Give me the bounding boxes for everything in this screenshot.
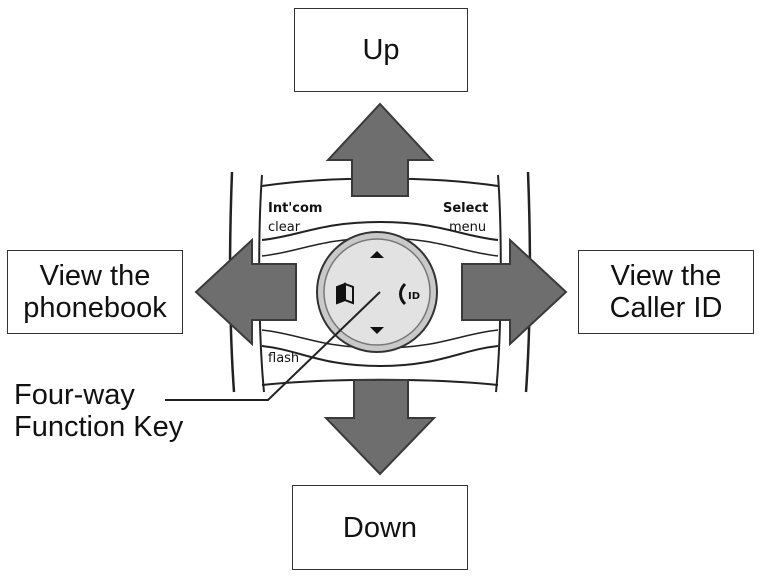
callout-leader-line: [165, 291, 381, 401]
down-label-box: Down: [292, 485, 468, 570]
arrows: [194, 102, 568, 476]
caller-id-text: ID: [408, 291, 420, 302]
four-way-key-callout: Four-way Function Key: [14, 379, 184, 443]
caller-id-phone-icon: ID: [399, 282, 420, 306]
intcom-key-label: Int'com: [268, 201, 322, 216]
four-way-function-key[interactable]: ID: [316, 231, 438, 353]
caret-down-icon: [370, 327, 384, 334]
flash-key-label: flash: [268, 351, 299, 366]
arrow-right-icon: [461, 237, 568, 347]
up-label-box: Up: [294, 8, 468, 92]
up-label: Up: [362, 34, 400, 66]
clear-key-label: clear: [268, 220, 301, 235]
arrow-down-icon: [323, 379, 437, 476]
phonebook-book-icon: [336, 282, 354, 305]
down-label: Down: [342, 511, 418, 544]
phonebook-label: View the phonebook: [23, 260, 167, 324]
caller-id-label-box: View the Caller ID: [578, 250, 754, 334]
select-key-label: Select: [443, 201, 488, 216]
caller-id-label: View the Caller ID: [609, 260, 723, 324]
phonebook-label-box: View the phonebook: [7, 250, 183, 334]
arrow-left-icon: [194, 237, 297, 347]
menu-key-label: menu: [449, 220, 486, 235]
caret-up-icon: [370, 251, 384, 258]
arrow-up-icon: [325, 102, 435, 197]
